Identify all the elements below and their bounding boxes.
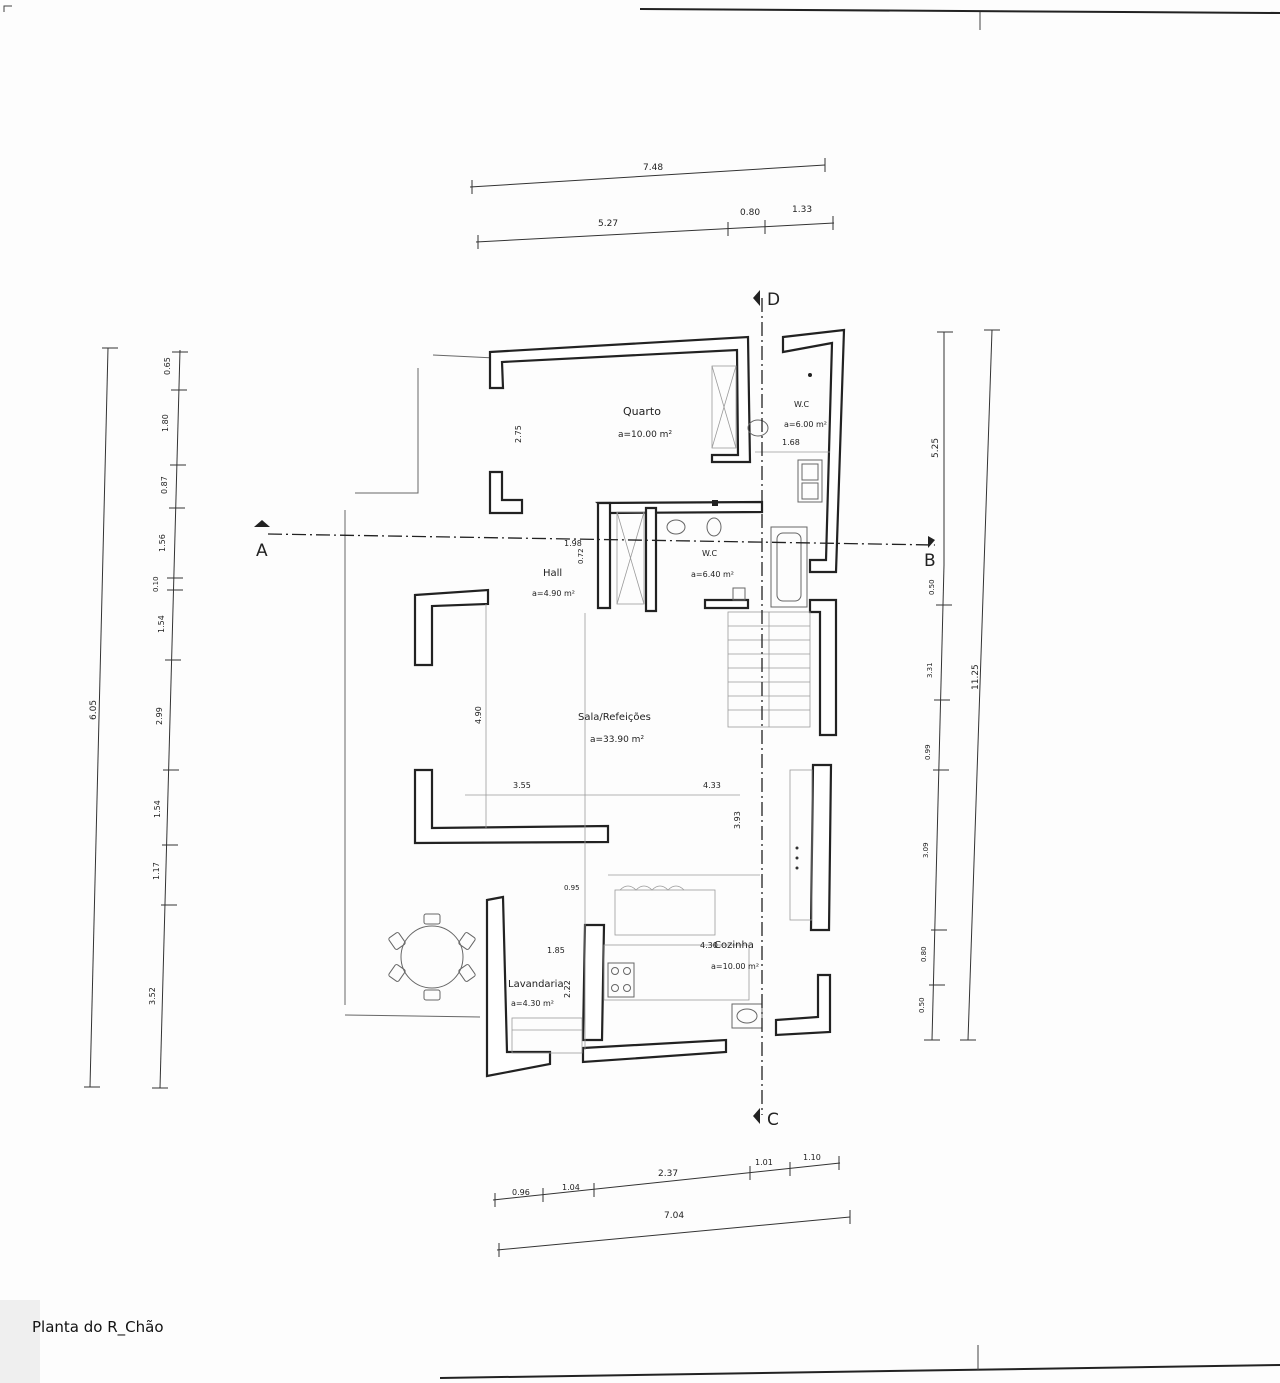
dim-sala-height: 4.90	[474, 706, 483, 724]
dim-left-2: 1.80	[161, 414, 170, 432]
section-c-label: C	[767, 1110, 779, 1130]
room-sala-name: Sala/Refeições	[578, 712, 651, 723]
sheet-frame	[3, 5, 1280, 1379]
dim-cozinha-width: 4.30	[700, 941, 718, 950]
dim-right-4: 3.09	[922, 842, 930, 858]
dim-lavandaria-height: 2.22	[563, 980, 572, 998]
dim-right-top: 5.25	[931, 438, 941, 458]
fixtures	[388, 365, 830, 1054]
dim-right-1: 0.50	[928, 579, 936, 595]
room-wc1-name: W.C	[794, 400, 810, 409]
room-sala-area: a=33.90 m²	[590, 735, 644, 745]
section-axes: A B D C	[254, 290, 936, 1130]
dim-right-total: 11.25	[971, 664, 981, 690]
dim-misc: 0.95	[564, 884, 580, 892]
dim-top-3: 1.33	[792, 205, 812, 215]
room-labels: Quarto a=10.00 m² W.C a=6.00 m² W.C a=6.…	[508, 400, 827, 1008]
interior-dimensions: 2.75 1.98 0.72 1.68 4.90 3.55 4.33 3.93 …	[474, 425, 800, 998]
dim-lavandaria-width: 1.85	[547, 946, 565, 955]
dim-bottom-2: 1.04	[562, 1183, 580, 1192]
dim-bottom-total: 7.04	[664, 1211, 684, 1221]
dim-left-5: 0.10	[152, 576, 160, 592]
section-b-label: B	[924, 551, 936, 571]
dim-left-9: 1.17	[152, 862, 161, 880]
dim-left-3: 0.87	[160, 476, 169, 494]
room-quarto-name: Quarto	[623, 405, 661, 418]
interior-dimension-lines	[465, 604, 760, 1050]
dim-left-4: 1.56	[158, 534, 167, 552]
section-a-label: A	[256, 541, 268, 561]
dim-bottom-3: 2.37	[658, 1169, 678, 1179]
room-hall-name: Hall	[543, 568, 562, 579]
section-c-arrow	[753, 1108, 760, 1124]
dim-top-1: 5.27	[598, 219, 618, 229]
dim-left-7: 2.99	[155, 707, 164, 725]
section-b-arrow	[928, 536, 935, 548]
dim-left-6: 1.54	[157, 615, 166, 633]
dim-right-6: 0.50	[918, 997, 926, 1013]
scan-smudge	[0, 1300, 40, 1383]
dim-wc-width: 1.68	[782, 438, 800, 447]
dim-quarto-height: 2.75	[514, 425, 523, 443]
site-boundary	[344, 354, 496, 1018]
walls	[413, 328, 846, 1078]
room-cozinha-name: Cozinha	[714, 940, 754, 951]
dim-top-2: 0.80	[740, 208, 760, 218]
room-wc2-name: W.C	[702, 549, 718, 558]
dimension-chains: 7.48 5.27 0.80 1.33 0.96 1.04 2.37 1.01 …	[84, 158, 1000, 1257]
dim-left-10: 3.52	[148, 987, 157, 1005]
dim-kitchen-height: 3.93	[733, 811, 742, 829]
room-hall-area: a=4.90 m²	[532, 589, 575, 598]
section-d-label: D	[767, 290, 780, 310]
dim-hall-width: 1.98	[564, 539, 582, 548]
dim-left-total: 6.05	[89, 700, 99, 720]
dim-left-8: 1.54	[153, 800, 162, 818]
dim-sala-width-2: 4.33	[703, 781, 721, 790]
room-wc1-area: a=6.00 m²	[784, 420, 827, 429]
dim-right-3: 0.99	[924, 744, 932, 760]
dim-hall-height: 0.72	[577, 548, 585, 564]
section-d-arrow	[753, 290, 760, 306]
dim-right-5: 0.80	[920, 946, 928, 962]
dim-sala-width-1: 3.55	[513, 781, 531, 790]
room-lavandaria-area: a=4.30 m²	[511, 999, 554, 1008]
dim-bottom-5: 1.10	[803, 1153, 821, 1162]
dim-right-2: 3.31	[926, 662, 934, 678]
section-a-arrow	[254, 520, 270, 527]
room-wc2-area: a=6.40 m²	[691, 570, 734, 579]
dim-left-1: 0.65	[163, 357, 172, 375]
dim-top-total: 7.48	[643, 163, 663, 173]
dim-bottom-1: 0.96	[512, 1188, 530, 1197]
room-cozinha-area: a=10.00 m²	[711, 962, 759, 971]
room-quarto-area: a=10.00 m²	[618, 430, 672, 440]
room-lavandaria-name: Lavandaria	[508, 979, 564, 990]
drawing-title: Planta do R_Chão	[32, 1318, 164, 1337]
dim-bottom-4: 1.01	[755, 1158, 773, 1167]
